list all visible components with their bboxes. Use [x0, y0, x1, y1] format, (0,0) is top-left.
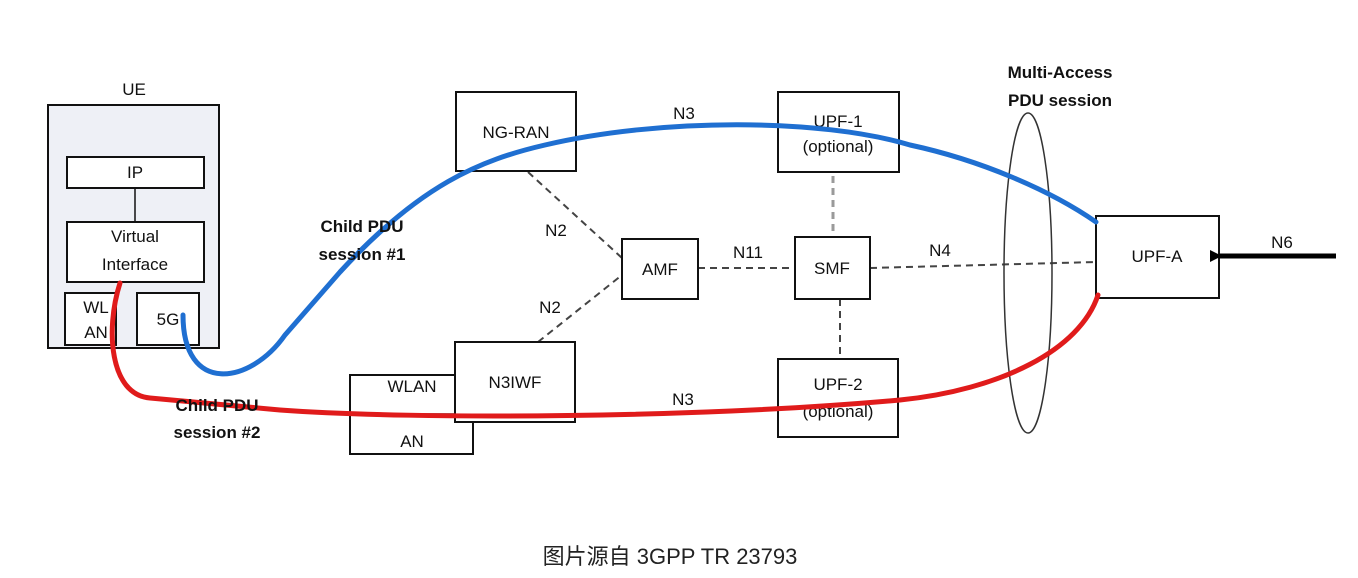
smf-label: SMF: [814, 259, 850, 278]
n3iwf-label: N3IWF: [489, 373, 542, 392]
ue-wlan-box: [64, 292, 117, 346]
ue-title: UE: [122, 80, 146, 99]
ue-wlan-label-2: AN: [84, 323, 108, 342]
amf-box: [621, 238, 699, 300]
figure-caption: 图片源自 3GPP TR 23793: [543, 544, 798, 569]
smf-box: [794, 236, 871, 300]
child-pdu-session-1-path: [180, 122, 1099, 377]
n3-top-label: N3: [673, 104, 695, 123]
child-session-1-label-1: Child PDU: [320, 217, 403, 236]
n3iwf-box: [454, 341, 576, 423]
child-pdu-session-2-path: [109, 280, 1101, 419]
wlan-an-label-2: AN: [400, 432, 424, 451]
wlan-an-label-1: WLAN: [387, 377, 436, 396]
child-session-2-label-1: Child PDU: [175, 396, 258, 415]
n4-label: N4: [929, 241, 951, 260]
upf2-box: [777, 358, 899, 438]
ue-ip-label: IP: [127, 163, 143, 182]
ue-virtual-label-2: Interface: [102, 255, 168, 274]
child-session-1-label-2: session #1: [319, 245, 406, 264]
multi-access-label-1: Multi-Access: [1008, 63, 1113, 82]
ngran-box: [455, 91, 577, 172]
n4-link: [869, 261, 1097, 269]
upf2-label-1: UPF-2: [813, 375, 862, 394]
n2-bottom-link: [537, 274, 623, 343]
n6-label: N6: [1271, 233, 1293, 252]
ue-5g-box: [136, 292, 200, 346]
ngran-label: NG-RAN: [482, 123, 549, 142]
amf-label: AMF: [642, 260, 678, 279]
multi-access-label-2: PDU session: [1008, 91, 1112, 110]
n2-top-link: [527, 171, 623, 259]
upf1-label-2: (optional): [803, 137, 874, 156]
upfa-box: [1095, 215, 1220, 299]
upfa-label: UPF-A: [1132, 247, 1184, 266]
n11-label: N11: [733, 243, 763, 262]
ue-virtual-interface-box: [66, 221, 205, 283]
n3-bottom-label: N3: [672, 390, 694, 409]
child-session-2-label-2: session #2: [174, 423, 261, 442]
n2-top-label: N2: [545, 221, 567, 240]
ue-wlan-label-1: WL: [83, 298, 109, 317]
n2-bottom-label: N2: [539, 298, 561, 317]
ue-5g-label: 5G: [157, 310, 180, 329]
upf1-label-1: UPF-1: [813, 112, 862, 131]
ue-ip-box: [66, 156, 205, 189]
ue-virtual-label-1: Virtual: [111, 227, 159, 246]
multi-access-ellipse: [1003, 112, 1053, 434]
